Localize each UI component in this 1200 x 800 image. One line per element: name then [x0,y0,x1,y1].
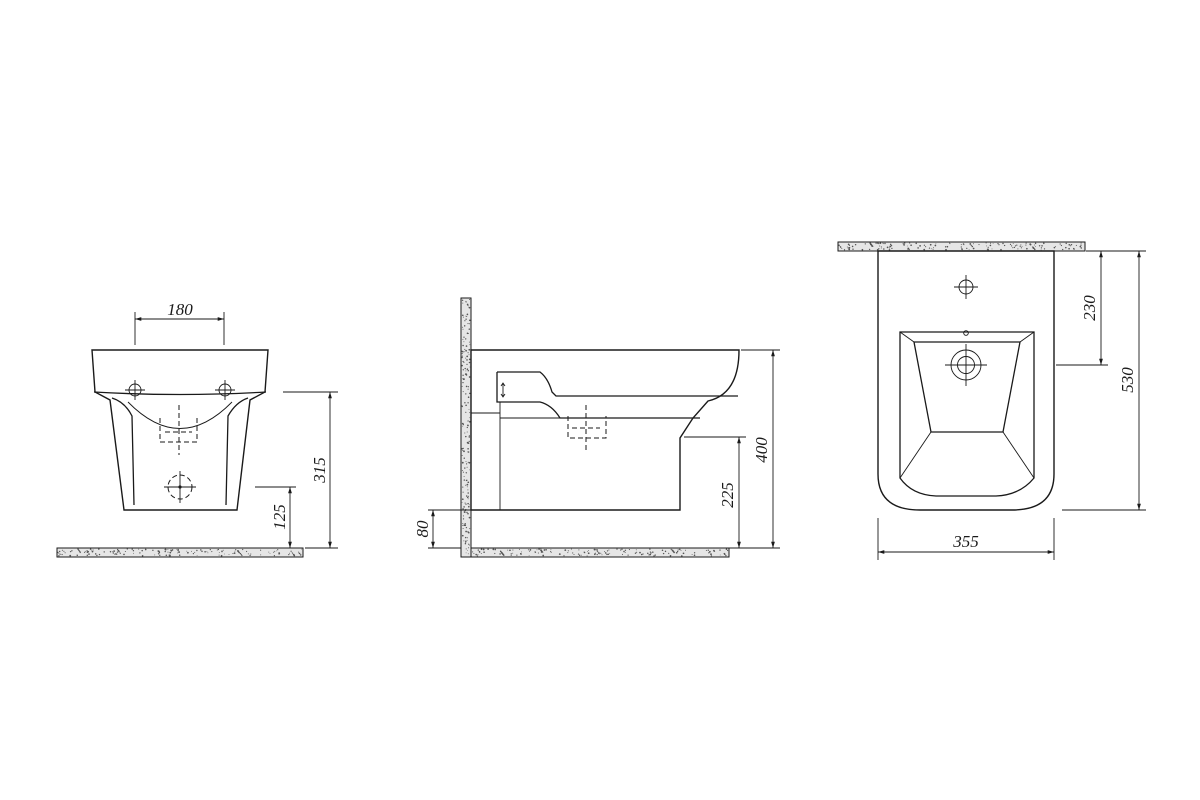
top-bowl-outer [899,331,1035,497]
dim-outlet-height: 225 [718,482,737,508]
dim-total-height: 400 [752,437,771,463]
dim-width: 355 [952,532,979,551]
dim-tap-hole-distance: 230 [1080,295,1099,321]
top-drain-icon [945,344,987,386]
wall-floor-texture [461,298,729,557]
dim-rim-height: 315 [310,457,329,484]
front-rim-line [93,391,267,396]
dim-length: 530 [1118,367,1137,393]
side-hidden-trap [567,416,607,439]
side-bowl-edge [496,372,700,419]
front-inner-left [111,397,135,506]
dim-drain-height: 125 [270,504,289,530]
bidet-side-body [470,349,740,511]
wall-texture [838,242,1083,251]
front-drain-icon [164,471,196,503]
top-view: 230 530 355 [837,241,1146,560]
overflow-hole [963,330,969,336]
floor-texture [57,548,303,557]
tap-hole-icon [954,275,978,299]
floor-slab-side [470,547,730,558]
front-view: 180 315 125 [56,300,338,558]
front-hole-right-icon [215,380,235,400]
floor-slab-front [56,547,304,558]
side-rim-edge [497,371,738,397]
dim-width-between-holes: 180 [167,300,193,319]
dim-inlet-height: 80 [413,520,432,538]
front-bowl-curve [127,401,233,429]
front-inner-right [225,397,249,506]
side-view: 400 225 80 [413,297,780,558]
front-hole-left-icon [125,380,145,400]
